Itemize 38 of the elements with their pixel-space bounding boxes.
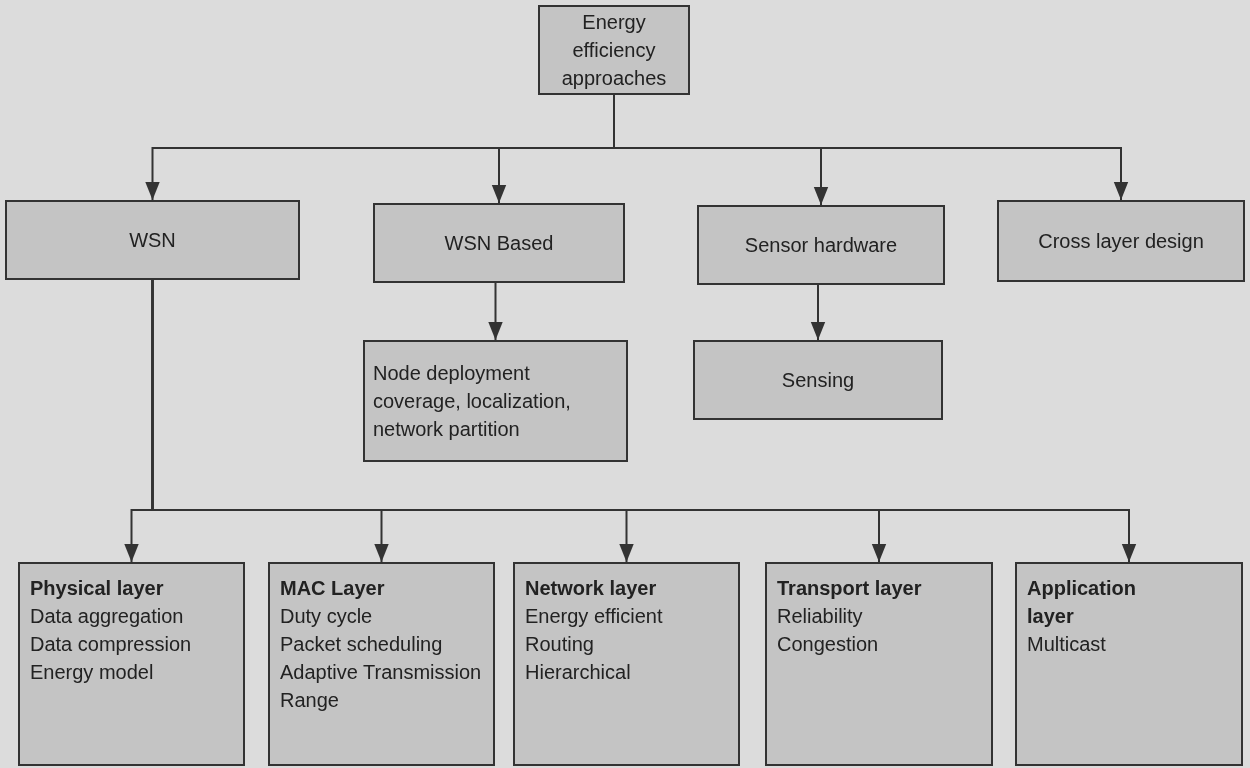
layer-item: Duty cycle — [280, 604, 373, 629]
box-label: Energy efficiency approaches — [560, 10, 668, 91]
process-box — [363, 340, 628, 462]
box-label: Node deployment coverage, localization, network partition — [373, 361, 572, 442]
process-box — [697, 205, 945, 285]
layer-item: Reliability — [777, 604, 863, 629]
box-label: Sensing — [781, 368, 855, 393]
process-box — [513, 562, 740, 766]
process-box — [538, 5, 690, 95]
process-box — [373, 203, 625, 283]
process-box — [693, 340, 943, 420]
layer-item: Routing — [525, 632, 594, 657]
layer-item: Packet scheduling — [280, 632, 443, 657]
process-box — [5, 200, 300, 280]
box-label: Cross layer design — [1038, 229, 1204, 254]
layer-heading: Application layer — [1027, 576, 1137, 629]
process-box — [1015, 562, 1243, 766]
process-box — [765, 562, 993, 766]
layer-item: Multicast — [1027, 632, 1106, 657]
layer-heading: Transport layer — [777, 576, 922, 601]
layer-item: Adaptive Transmission Range — [280, 660, 483, 713]
layer-item: Data aggregation — [30, 604, 184, 629]
layer-item: Congestion — [777, 632, 879, 657]
arrow — [488, 282, 503, 341]
layer-item: Hierarchical — [525, 660, 631, 685]
layer-heading: Physical layer — [30, 576, 164, 601]
layer-item: Data compression — [30, 632, 192, 657]
layer-heading: MAC Layer — [280, 576, 385, 601]
box-label: WSN — [129, 228, 176, 253]
layer-heading: Network layer — [525, 576, 657, 601]
box-label: WSN Based — [444, 231, 554, 256]
process-box — [997, 200, 1245, 282]
arrow — [810, 284, 826, 341]
process-box — [268, 562, 495, 766]
layer-item: Energy model — [30, 660, 154, 685]
process-box — [18, 562, 245, 766]
box-label: Sensor hardware — [744, 233, 898, 258]
layer-item: Energy efficient — [525, 604, 663, 629]
